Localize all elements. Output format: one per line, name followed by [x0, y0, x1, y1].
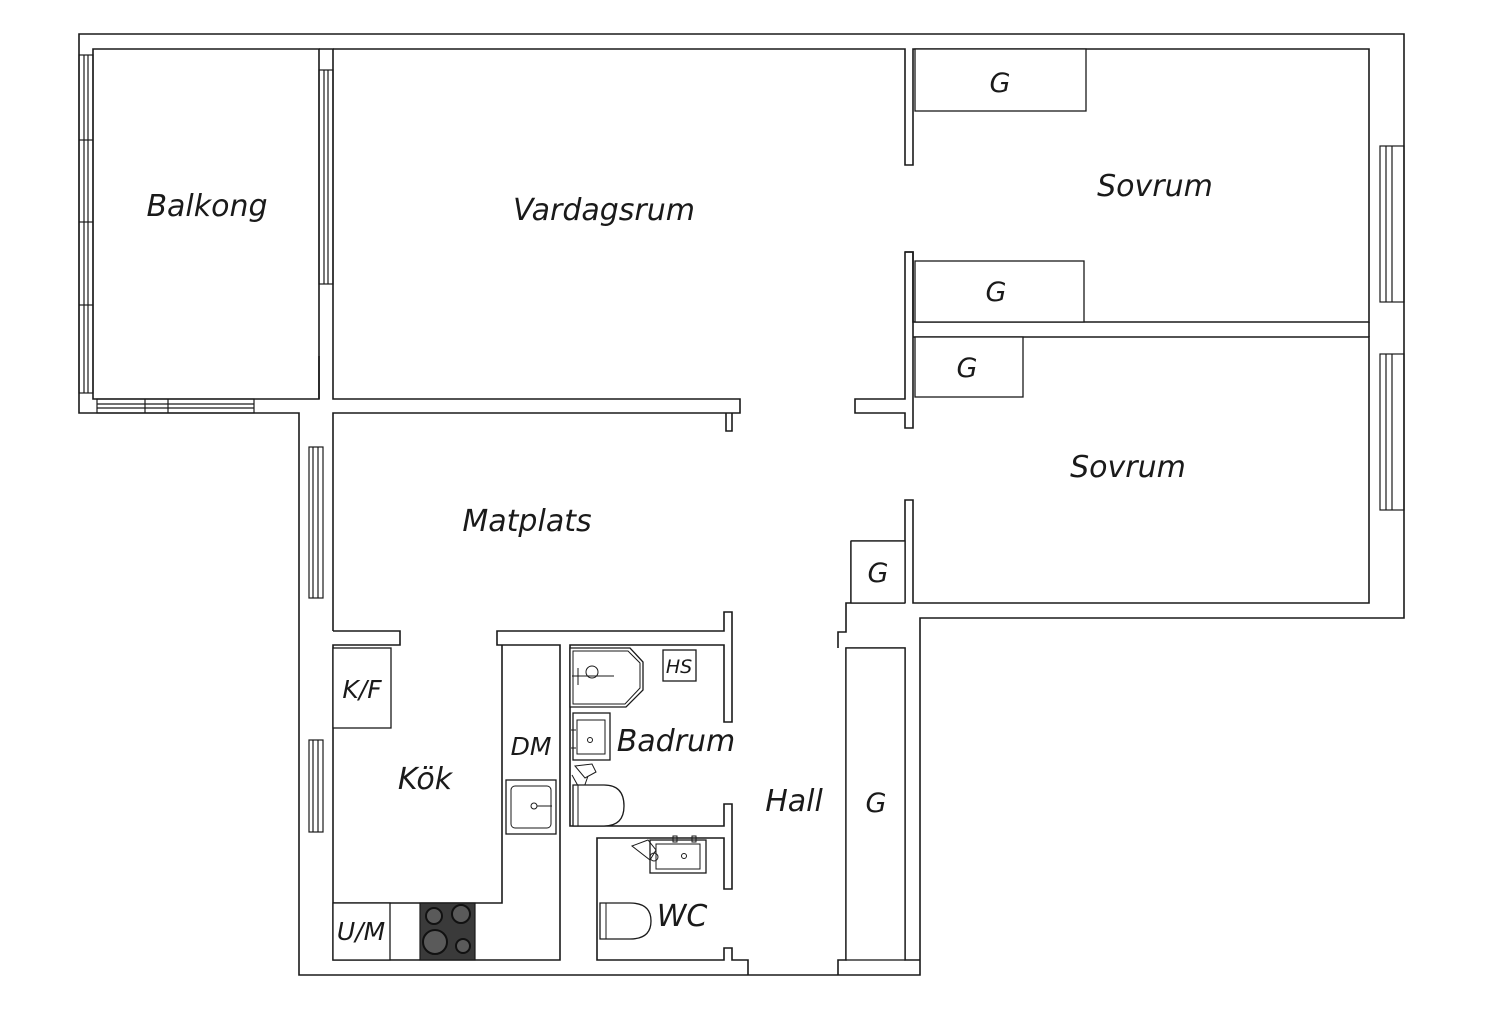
room-label-sovrum-1: Sovrum [1097, 169, 1213, 204]
room-label-sovrum-2: Sovrum [1070, 450, 1186, 485]
fridge-freezer [332, 647, 392, 729]
label-wardrobe-sovrum1-bottom: G [986, 277, 1007, 308]
label-wardrobe-hall-tall: G [866, 788, 887, 819]
window-balkong-bottom [96, 398, 255, 414]
room-label-badrum: Badrum [617, 724, 736, 759]
kitchen-fixtures [332, 647, 557, 961]
shower [569, 647, 644, 708]
wc-fixtures [599, 835, 707, 940]
bathroom-fixtures [569, 647, 697, 827]
room-label-matplats: Matplats [462, 504, 591, 539]
wardrobe-sovrum1-bottom [914, 260, 1085, 323]
water-heater-box [662, 649, 697, 682]
room-labels: Balkong Vardagsrum Sovrum Sovrum Matplat… [146, 169, 1212, 934]
window-vardagsrum-balkong [318, 69, 334, 285]
wardrobe-hall-tall [845, 647, 906, 961]
window-balkong-left [78, 54, 94, 394]
room-label-kok: Kök [398, 762, 454, 797]
wardrobes [845, 48, 1087, 961]
wc-toilet [599, 902, 652, 940]
wardrobe-sovrum1-top [914, 48, 1087, 112]
label-water-heater: HS [666, 656, 692, 678]
room-label-wc: WC [657, 899, 708, 934]
label-dishwasher: DM [511, 732, 552, 761]
label-fridge-freezer: K/F [342, 675, 382, 704]
fixture-labels: G G G G G K/F DM U/M HS [337, 68, 1011, 946]
oven-microwave-box [332, 902, 391, 961]
label-wardrobe-sovrum2: G [957, 353, 978, 384]
room-label-balkong: Balkong [146, 189, 267, 224]
window-kok [308, 739, 324, 833]
room-label-hall: Hall [765, 784, 823, 819]
label-oven-microwave: U/M [337, 917, 385, 946]
wardrobe-hall-small [850, 540, 906, 604]
room-label-vardagsrum: Vardagsrum [513, 193, 695, 228]
bathroom-washbasin [572, 712, 611, 761]
label-wardrobe-hall-small: G [868, 558, 889, 589]
kitchen-sink [505, 779, 557, 835]
window-matplats [308, 446, 324, 599]
label-wardrobe-sovrum1-top: G [990, 68, 1011, 99]
bathroom-toilet [572, 784, 625, 827]
windows [78, 54, 1405, 833]
wardrobe-sovrum2 [914, 336, 1024, 398]
